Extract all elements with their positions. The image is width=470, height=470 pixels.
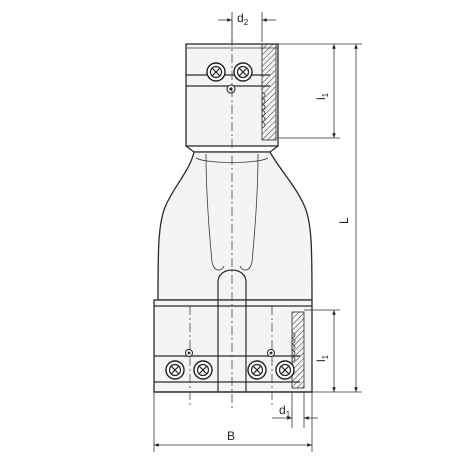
label-B: B: [227, 429, 235, 443]
label-L: L: [337, 217, 351, 224]
dimension-d2: [218, 12, 276, 42]
lower-terminal-3: [247, 360, 267, 380]
upper-fusion-indicator: [226, 84, 236, 94]
lower-terminal-4: [275, 360, 295, 380]
y-body: [157, 151, 313, 301]
lower-fusion-indicator-right: [267, 349, 275, 357]
label-l1-upper: l1: [314, 92, 330, 100]
dimension-d1: [272, 392, 318, 428]
lower-terminal-1: [165, 360, 185, 380]
label-l1-lower: l1: [314, 354, 330, 362]
upper-terminal-right: [233, 62, 253, 82]
upper-wall-hatch: [261, 43, 277, 141]
lower-terminal-2: [193, 360, 213, 380]
lower-wall-hatch: [291, 311, 305, 389]
dimension-B: [153, 392, 313, 452]
label-d2: d2: [237, 11, 249, 27]
label-d1: d1: [279, 403, 291, 419]
upper-terminal-left: [206, 62, 226, 82]
lower-fusion-indicator-left: [185, 349, 193, 357]
